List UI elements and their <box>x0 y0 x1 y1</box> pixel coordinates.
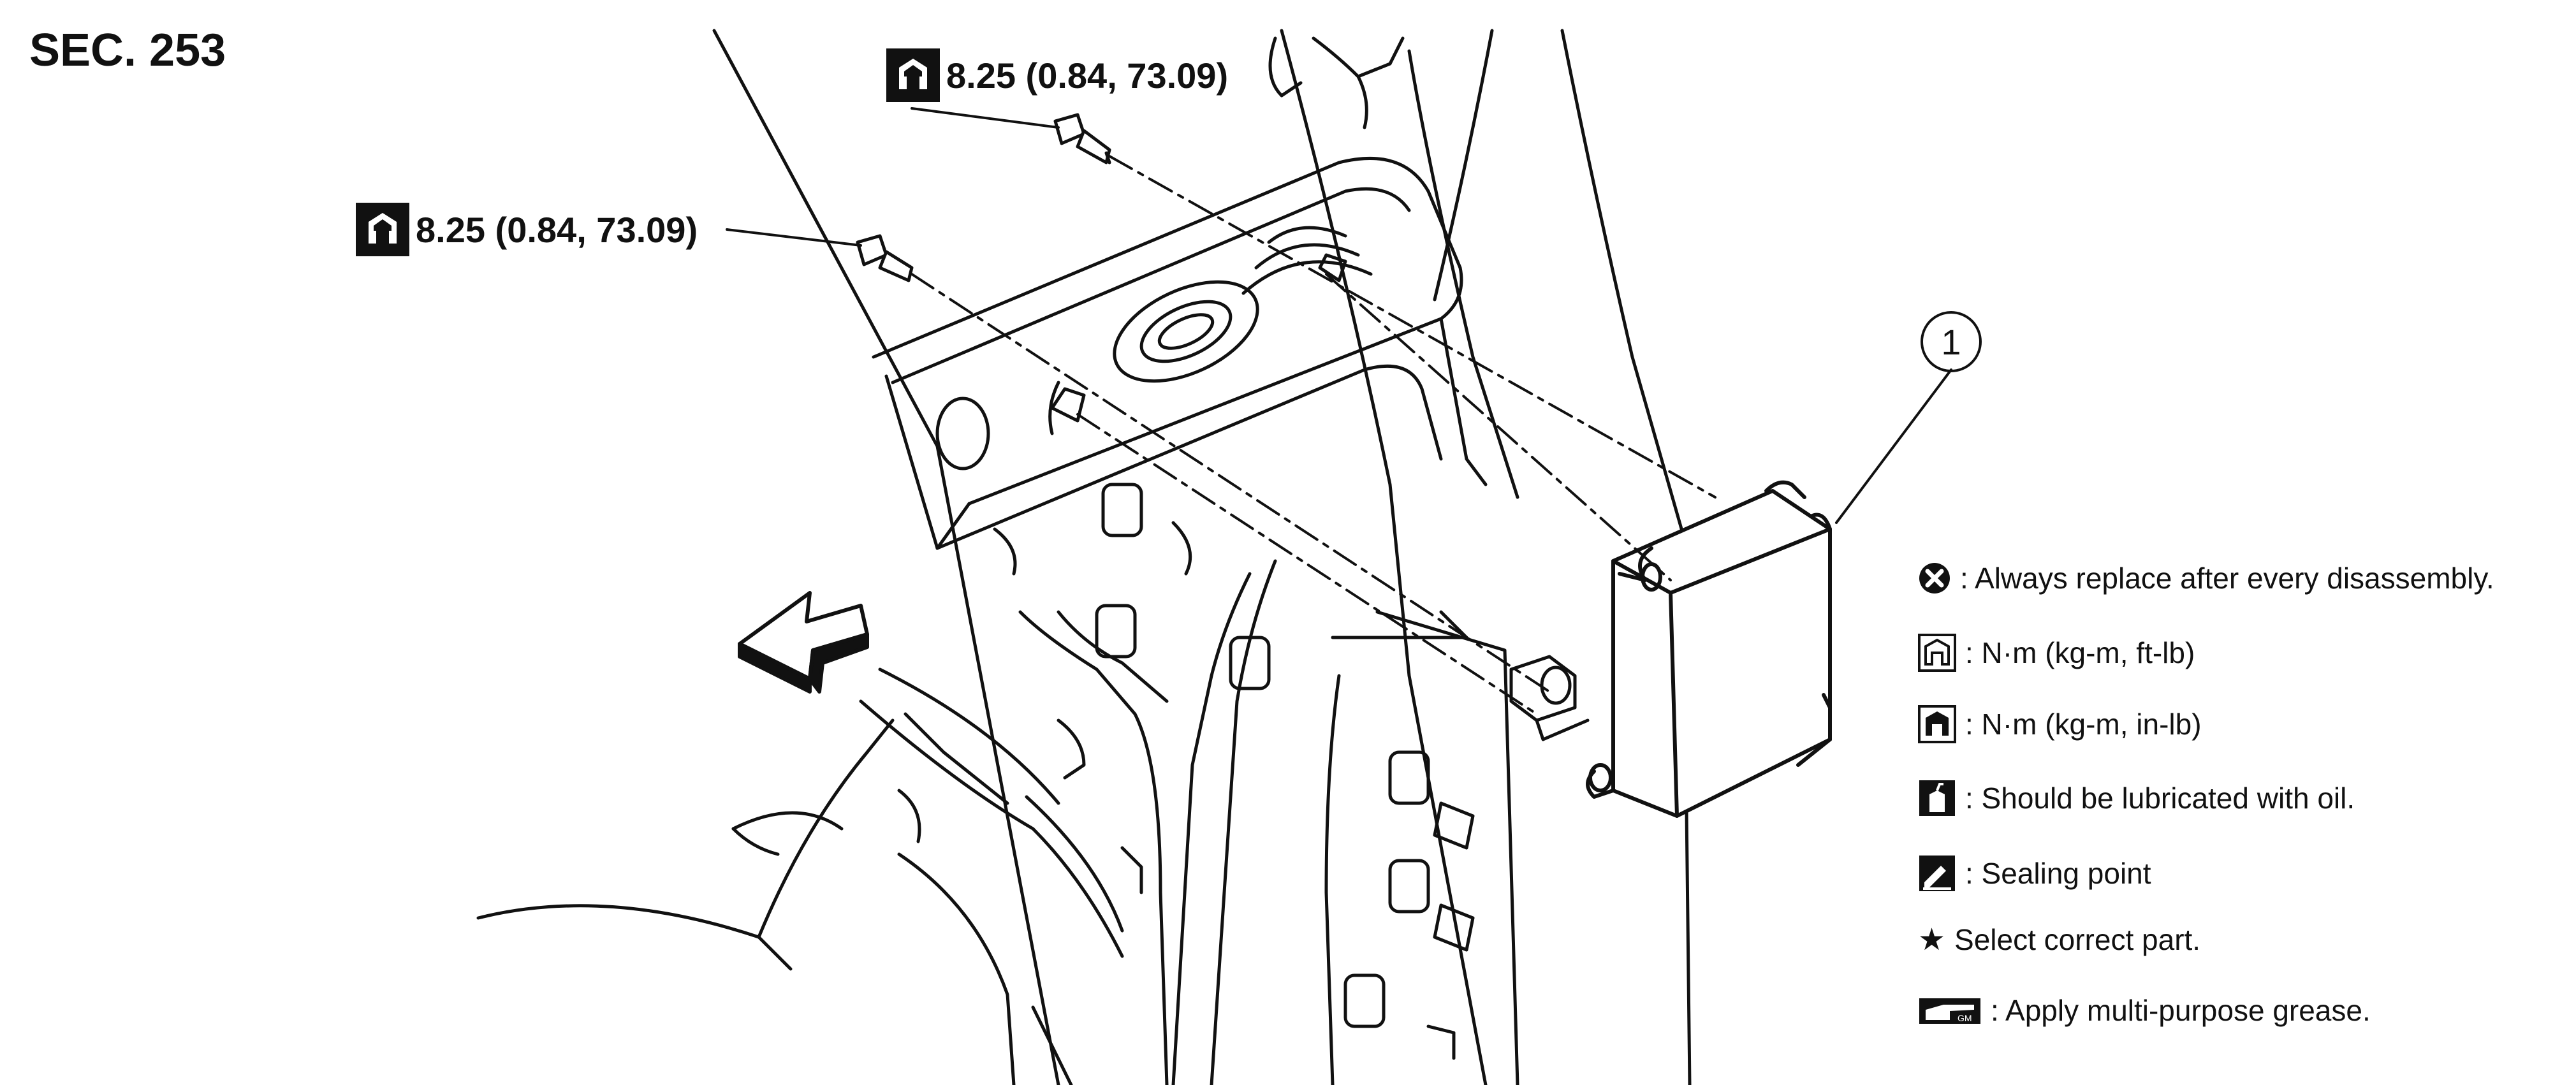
control-module <box>1586 480 1832 818</box>
front-direction-arrow <box>738 591 869 694</box>
replace-icon <box>1919 563 1950 593</box>
leader-upper-torque <box>911 107 1060 129</box>
legend-grease: GM : Apply multi-purpose grease. <box>1918 993 2371 1028</box>
torque-callout-upper: 8.25 (0.84, 73.09) <box>886 48 1228 102</box>
grease-icon: GM <box>1919 998 1980 1024</box>
torque-wrench-ftlb-icon <box>1918 634 1956 672</box>
lower-bolt <box>856 234 914 282</box>
wheel-arch <box>476 904 793 971</box>
star-icon: ★ <box>1918 922 1946 958</box>
pillar-outer-edge <box>712 29 1060 1085</box>
leader-part-1 <box>1835 368 1952 524</box>
oval-hole-inner <box>1139 300 1233 363</box>
svg-text:GM: GM <box>1958 1013 1972 1023</box>
part-1-callout-number: 1 <box>1941 321 1961 362</box>
alignment-line-lower <box>911 273 1551 693</box>
torque-value-upper: 8.25 (0.84, 73.09) <box>946 55 1229 96</box>
upper-bolt <box>1053 113 1111 164</box>
torque-wrench-inlb-icon <box>1918 705 1956 743</box>
pillar-rear-edge <box>1560 29 1692 1085</box>
legend-replace: : Always replace after every disassembly… <box>1918 561 2494 595</box>
legend-sealing: : Sealing point <box>1918 854 2151 892</box>
alignment-line-lower-b <box>1076 413 1538 715</box>
legend-oil: : Should be lubricated with oil. <box>1918 779 2355 817</box>
pillar-inner-edge <box>1280 29 1488 1085</box>
legend-torque-ftlb: : N·m (kg-m, ft-lb) <box>1918 634 2195 672</box>
leader-lower-torque <box>726 228 862 247</box>
part-1-callout-circle <box>1921 311 1982 372</box>
torque-value-lower: 8.25 (0.84, 73.09) <box>416 209 698 250</box>
torque-callout-lower: 8.25 (0.84, 73.09) <box>356 203 698 256</box>
alignment-line-upper <box>1108 155 1716 499</box>
torque-wrench-in-lb-icon <box>356 203 409 256</box>
oil-can-icon <box>1919 780 1955 816</box>
legend-select: ★ Select correct part. <box>1918 922 2201 958</box>
torque-wrench-in-lb-icon <box>886 48 940 102</box>
section-number: SEC. 253 <box>29 25 226 76</box>
alignment-line-upper-b <box>1325 273 1672 581</box>
legend-torque-inlb: : N·m (kg-m, in-lb) <box>1918 705 2202 743</box>
oval-hole-outer <box>1113 280 1259 383</box>
sealant-icon <box>1919 856 1955 891</box>
cross-member <box>872 156 1463 506</box>
